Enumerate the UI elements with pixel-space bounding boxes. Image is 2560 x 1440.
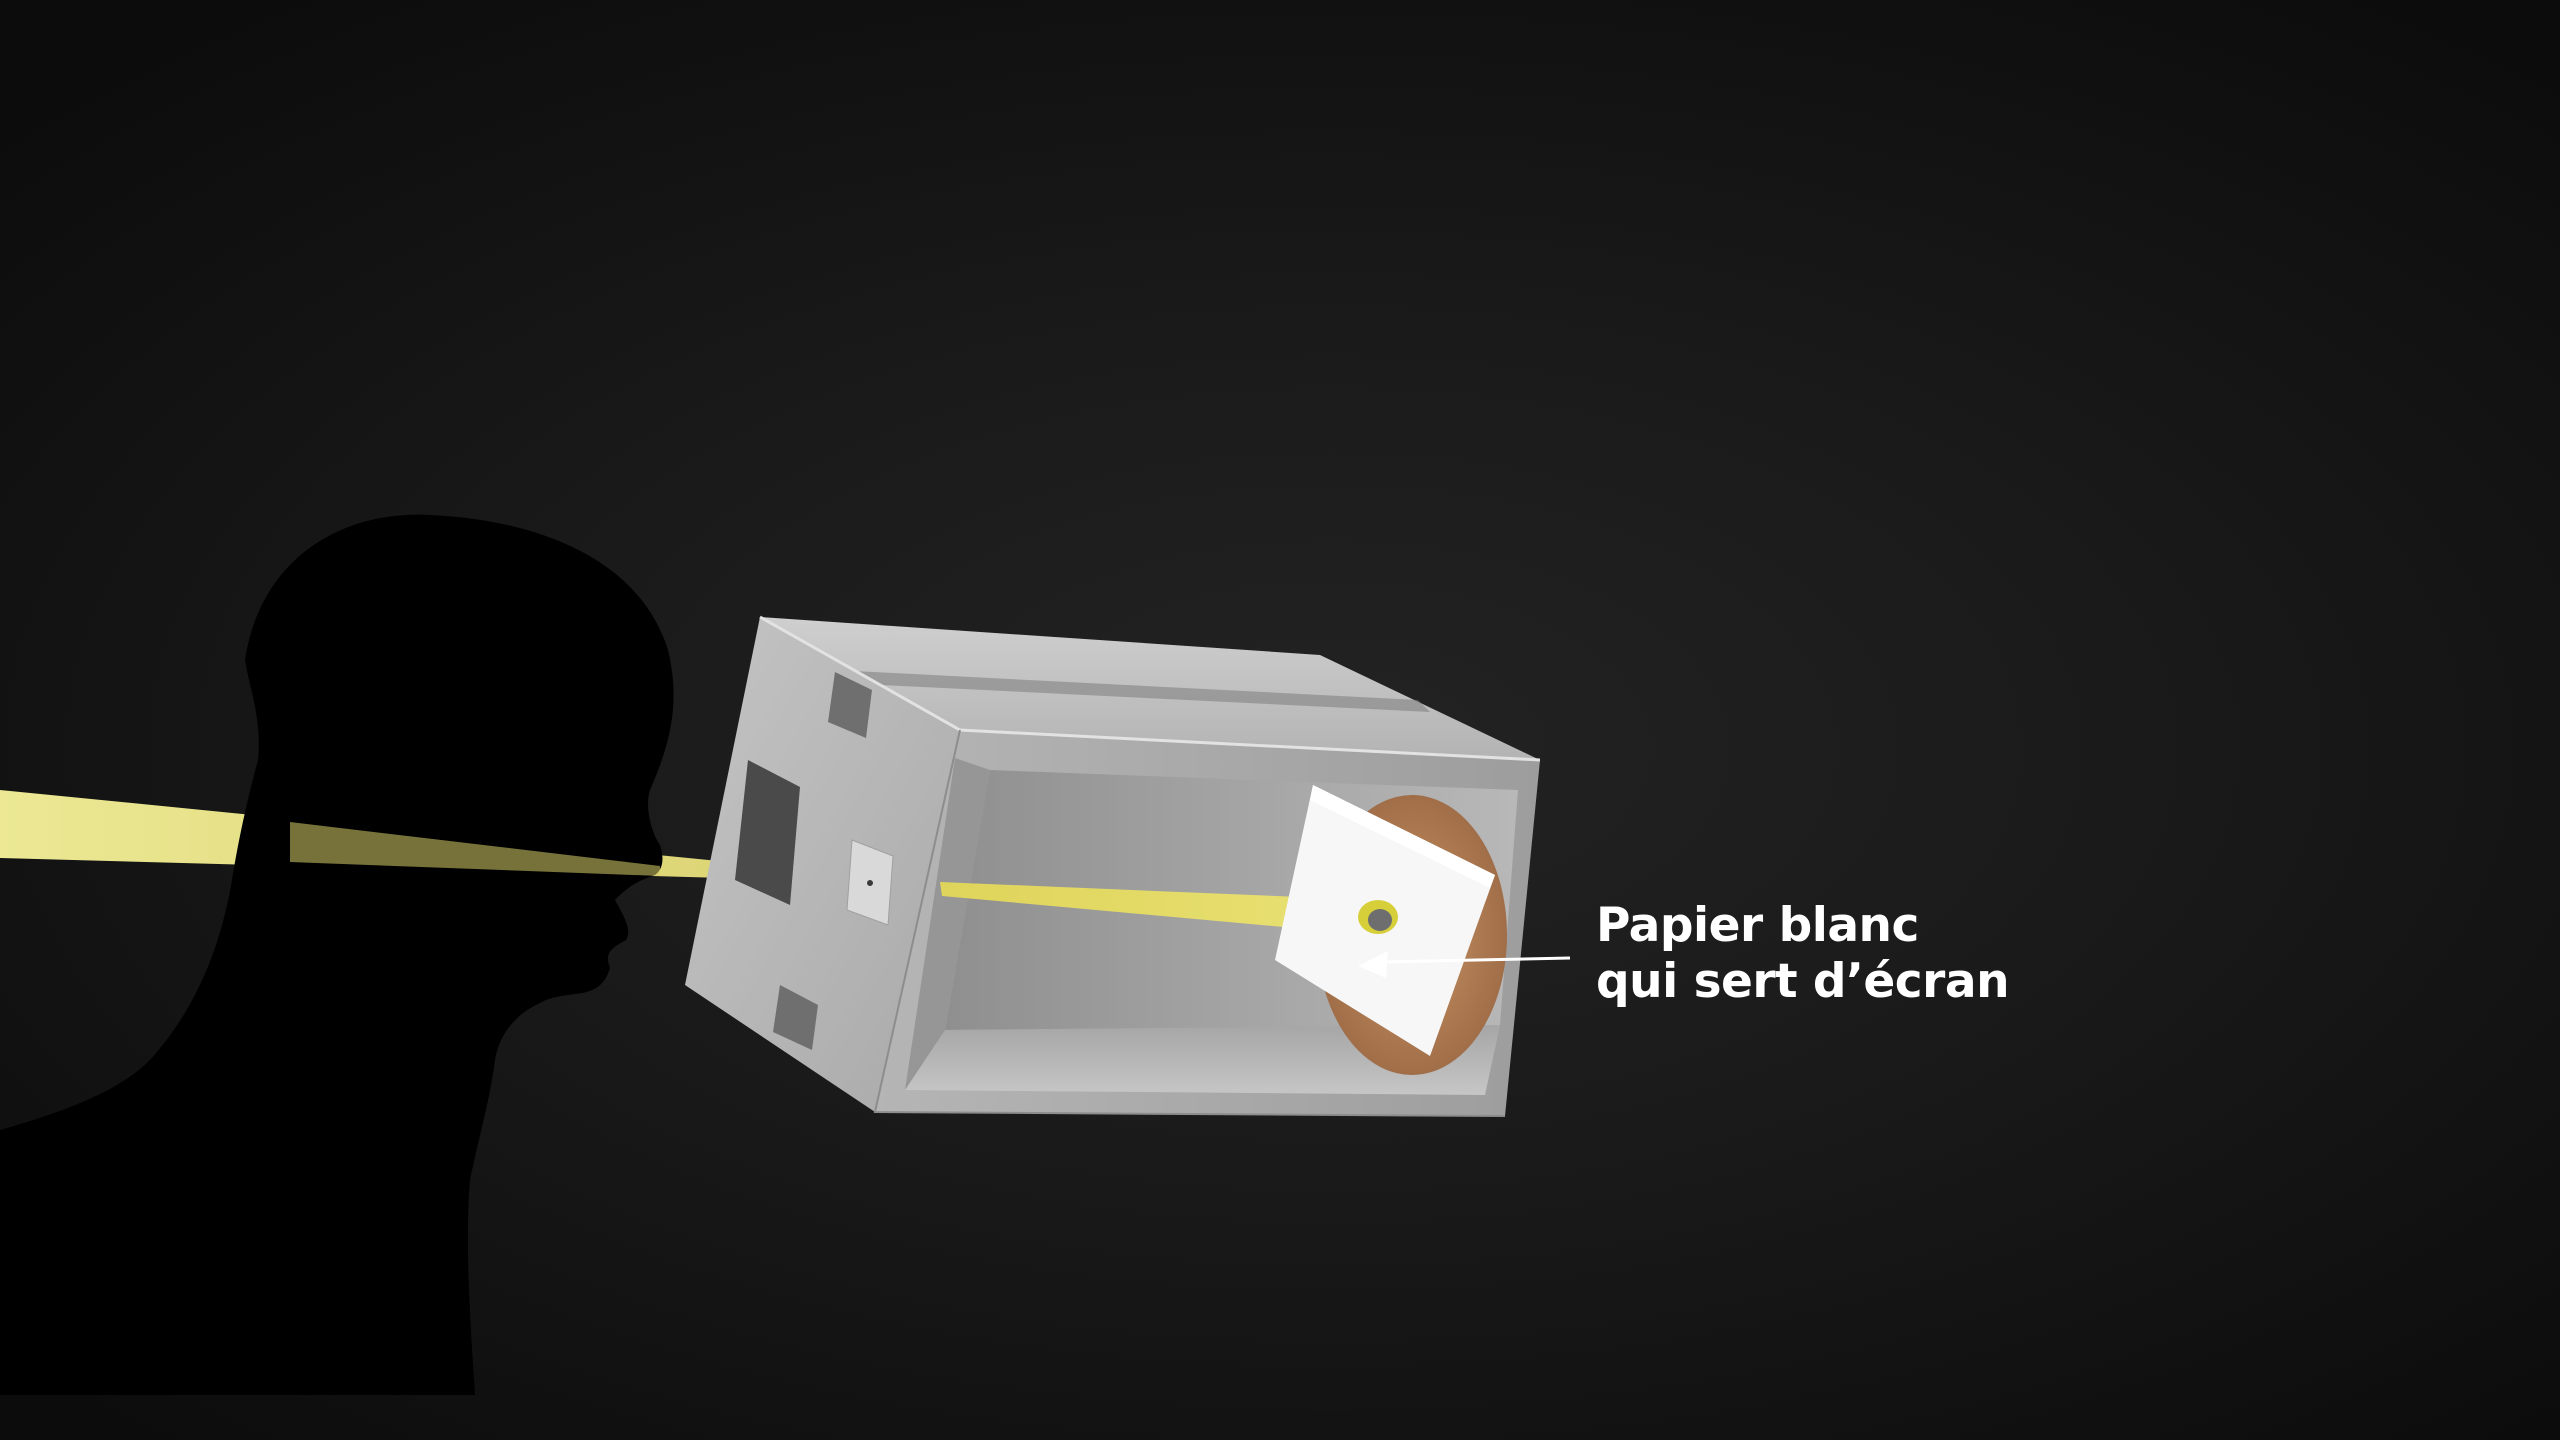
callout-label: Papier blanc qui sert d’écran xyxy=(1596,898,2010,1010)
arrow-pointer-icon xyxy=(1358,951,1388,978)
light-beam-inside xyxy=(940,882,1372,935)
paper-screen xyxy=(1275,785,1507,1075)
callout-line-2: qui sert d’écran xyxy=(1596,954,2010,1009)
callout-leader-line xyxy=(1379,956,1571,964)
callout-line-1: Papier blanc xyxy=(1596,898,1919,953)
light-beam-through-head xyxy=(290,822,660,876)
person-silhouette-icon xyxy=(0,514,674,1395)
